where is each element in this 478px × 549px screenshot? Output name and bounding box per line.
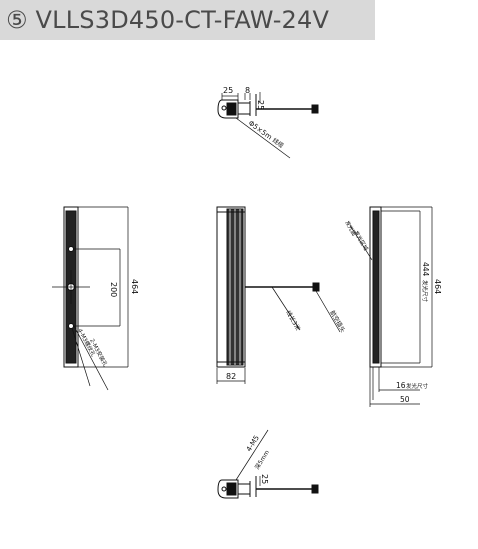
left-front-view [52, 206, 129, 391]
center-connector-note: 航空插头 [328, 309, 347, 334]
top-dim-8: 8 [245, 86, 250, 95]
dim-82: 82 [226, 372, 236, 381]
top-end-view [217, 92, 319, 159]
center-side-view [216, 206, 341, 384]
top-dim-25-vertical: 25 [256, 100, 265, 110]
dim-16: 16 [396, 381, 406, 390]
dim-464-right: 464 [433, 279, 442, 294]
right-window-note: 发光区域 [352, 229, 370, 252]
title-bar: ⑤ VLLS3D450-CT-FAW-24V [0, 0, 375, 40]
dim-444-note: 发光尺寸 [421, 280, 429, 303]
bottom-cable-label: 4-M5 [245, 434, 261, 453]
dim-16-note: 发光尺寸 [406, 382, 429, 390]
right-side-view [349, 206, 433, 407]
dim-444: 444 [421, 262, 430, 277]
center-cable-note: 线长3米 [284, 309, 302, 332]
top-cable-label: Φ5×5m [247, 119, 274, 142]
bottom-dim-25: 25 [260, 474, 269, 484]
bottom-cable-sub: 深5mm [253, 448, 271, 471]
dim-200: 200 [109, 282, 118, 297]
dim-464-left: 464 [130, 279, 139, 294]
top-dim-25: 25 [223, 86, 233, 95]
bottom-end-view [217, 429, 319, 499]
dim-50: 50 [400, 395, 410, 404]
product-title: ⑤ VLLS3D450-CT-FAW-24V [6, 6, 330, 34]
top-cable-note: 线缆 [271, 136, 285, 150]
